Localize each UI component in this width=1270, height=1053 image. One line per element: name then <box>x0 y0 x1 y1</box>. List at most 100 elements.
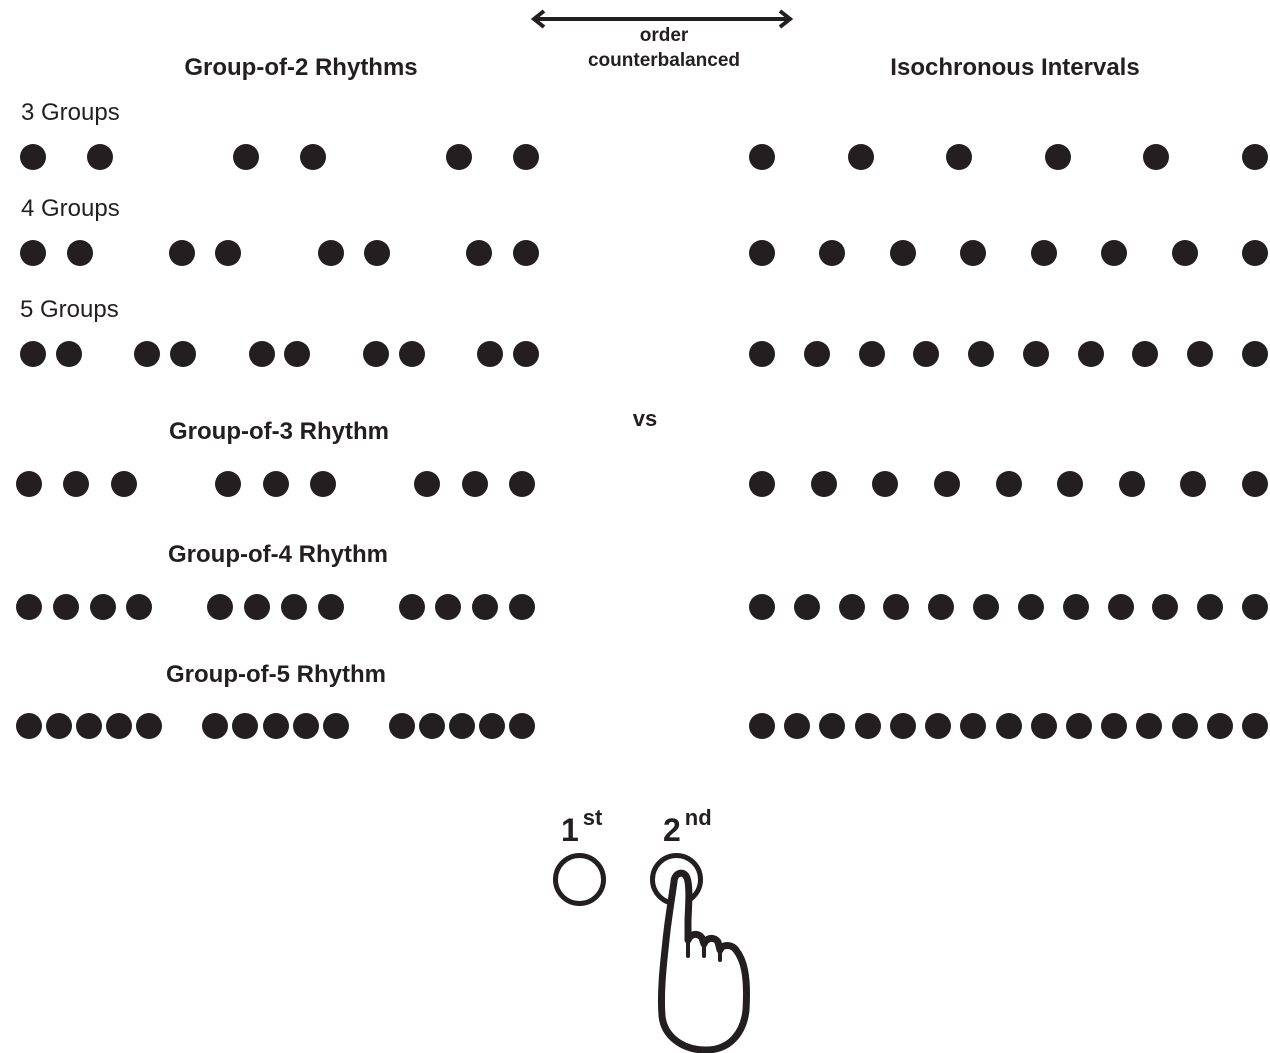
row-label-4-groups: 4 Groups <box>21 195 120 222</box>
isochronous-dot <box>803 341 830 367</box>
isochronous-dot <box>1242 713 1268 739</box>
isochronous-dot <box>928 594 955 620</box>
right-column-title: Isochronous Intervals <box>890 54 1140 81</box>
isochronous-dot <box>1197 594 1224 620</box>
rhythm-dot <box>388 713 415 739</box>
isochronous-dot <box>1107 594 1134 620</box>
isochronous-dot <box>1242 144 1268 170</box>
rhythm-dot <box>76 713 103 739</box>
rhythm-dot <box>262 713 289 739</box>
isochronous-dot <box>1062 594 1089 620</box>
isochronous-dot <box>1180 471 1207 497</box>
isochronous-dot <box>1065 713 1092 739</box>
rhythm-dot <box>262 471 289 497</box>
isochronous-dot <box>784 713 811 739</box>
rhythm-dot <box>16 471 42 497</box>
rhythm-dot <box>478 713 505 739</box>
rhythm-dot <box>448 713 475 739</box>
rhythm-dot <box>106 713 133 739</box>
isochronous-dot <box>749 240 775 266</box>
rhythm-dot <box>280 594 307 620</box>
left-column-title: Group-of-2 Rhythms <box>184 54 418 81</box>
first-response-button[interactable] <box>553 853 606 906</box>
rhythm-dot <box>16 713 42 739</box>
isochronous-dot <box>960 713 987 739</box>
rhythm-dot <box>134 341 161 367</box>
rhythm-dot <box>46 713 73 739</box>
rhythm-dot <box>66 240 93 266</box>
rhythm-dot <box>446 144 473 170</box>
isochronous-dot <box>838 594 865 620</box>
isochronous-dot <box>1101 713 1128 739</box>
rhythm-dot <box>248 341 275 367</box>
isochronous-dot <box>1030 240 1057 266</box>
order-label: order counterbalanced <box>588 23 740 73</box>
isochronous-dot <box>946 144 973 170</box>
isochronous-dot <box>968 341 995 367</box>
rhythm-dot <box>170 341 197 367</box>
isochronous-dot <box>858 341 885 367</box>
rhythm-dot <box>202 713 229 739</box>
rhythm-dot <box>513 341 539 367</box>
row-label-group-of-3: Group-of-3 Rhythm <box>169 418 389 445</box>
rhythm-dot <box>207 594 234 620</box>
rhythm-dot <box>509 713 535 739</box>
isochronous-dot <box>749 471 775 497</box>
order-label-line1: order <box>639 25 689 46</box>
isochronous-dot <box>1171 240 1198 266</box>
isochronous-dot <box>819 713 846 739</box>
isochronous-dot <box>1242 594 1268 620</box>
row-label-3-groups: 3 Groups <box>21 99 120 126</box>
rhythm-dot <box>317 594 344 620</box>
row-label-group-of-4: Group-of-4 Rhythm <box>168 541 388 568</box>
rhythm-dot <box>398 594 425 620</box>
rhythm-dot <box>168 240 195 266</box>
isochronous-dot <box>1152 594 1179 620</box>
isochronous-dot <box>1242 341 1268 367</box>
rhythm-dot <box>136 713 163 739</box>
isochronous-dot <box>995 471 1022 497</box>
rhythm-dot <box>309 471 336 497</box>
rhythm-dot <box>364 240 391 266</box>
rhythm-dot <box>472 594 499 620</box>
rhythm-dot <box>110 471 137 497</box>
isochronous-dot <box>1242 240 1268 266</box>
isochronous-dot <box>1171 713 1198 739</box>
isochronous-dot <box>933 471 960 497</box>
rhythm-dot <box>215 471 242 497</box>
isochronous-dot <box>883 594 910 620</box>
isochronous-dot <box>1118 471 1145 497</box>
rhythm-dot <box>20 144 46 170</box>
isochronous-dot <box>749 594 775 620</box>
isochronous-dot <box>913 341 940 367</box>
rhythm-dot <box>233 144 260 170</box>
rhythm-dot <box>244 594 271 620</box>
rhythm-dot <box>513 240 539 266</box>
rhythm-dot <box>20 240 46 266</box>
rhythm-dot <box>509 594 535 620</box>
rhythm-dot <box>232 713 259 739</box>
isochronous-dot <box>1242 471 1268 497</box>
rhythm-dot <box>55 341 82 367</box>
isochronous-dot <box>995 713 1022 739</box>
rhythm-dot <box>63 471 90 497</box>
isochronous-dot <box>1022 341 1049 367</box>
rhythm-dot <box>509 471 535 497</box>
row-label-5-groups: 5 Groups <box>20 296 119 323</box>
isochronous-dot <box>854 713 881 739</box>
isochronous-dot <box>1017 594 1044 620</box>
row-label-group-of-5: Group-of-5 Rhythm <box>166 661 386 688</box>
isochronous-dot <box>819 240 846 266</box>
isochronous-dot <box>889 240 916 266</box>
pointing-hand-icon <box>657 869 750 1053</box>
rhythm-dot <box>414 471 441 497</box>
first-number: 1 <box>561 812 579 848</box>
double-arrow-icon <box>530 9 794 29</box>
vs-label: vs <box>632 406 658 431</box>
isochronous-dot <box>1057 471 1084 497</box>
rhythm-dot <box>52 594 79 620</box>
isochronous-dot <box>1143 144 1170 170</box>
rhythm-dot <box>362 341 389 367</box>
isochronous-dot <box>1206 713 1233 739</box>
rhythm-dot <box>461 471 488 497</box>
